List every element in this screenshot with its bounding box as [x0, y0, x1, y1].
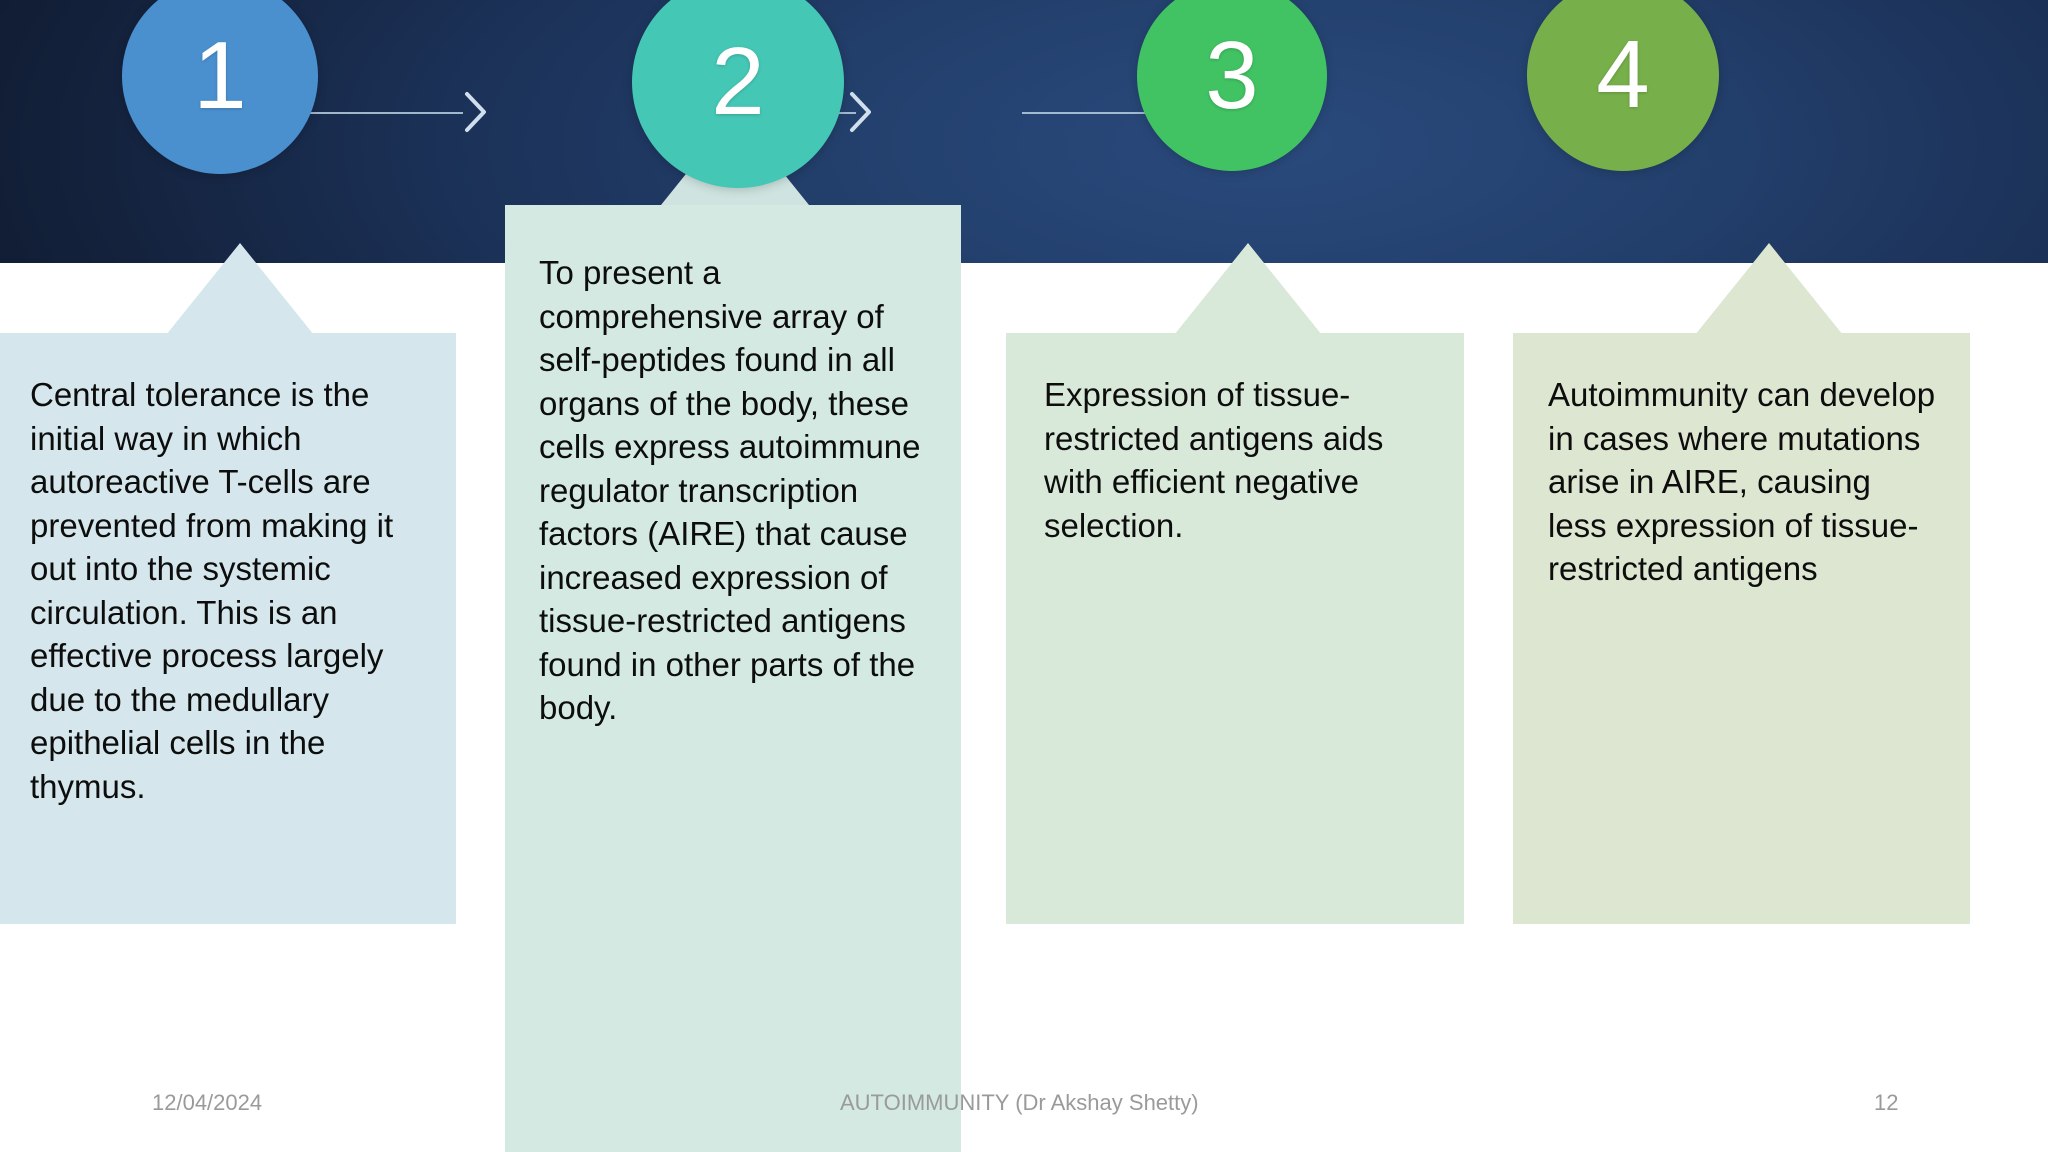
connector-line-1-2 — [248, 112, 463, 114]
step-number-1: 1 — [193, 22, 247, 129]
step-circle-4[interactable]: 4 — [1527, 0, 1719, 171]
footer-title: AUTOIMMUNITY (Dr Akshay Shetty) — [840, 1090, 1199, 1115]
step-circle-1[interactable]: 1 — [122, 0, 318, 174]
connector-line-3-4 — [1022, 112, 1240, 114]
footer-page-number: 12 — [1874, 1090, 1899, 1115]
callout-text-2: To present a comprehensive array of self… — [539, 254, 921, 727]
step-circle-2[interactable]: 2 — [632, 0, 844, 188]
callout-step-1: Central tolerance is the initial way in … — [0, 243, 456, 935]
callout-step-2: To present a comprehensive array of self… — [505, 113, 961, 1152]
callout-text-3: Expression of tissue-restricted antigens… — [1044, 376, 1384, 544]
step-circle-3[interactable]: 3 — [1137, 0, 1327, 171]
step-number-3: 3 — [1205, 22, 1259, 129]
callout-body-1: Central tolerance is the initial way in … — [0, 333, 456, 924]
callout-pointer-1 — [166, 243, 314, 335]
callout-body-2: To present a comprehensive array of self… — [505, 205, 961, 1152]
callout-pointer-4 — [1695, 243, 1843, 335]
callout-step-3: Expression of tissue-restricted antigens… — [1006, 243, 1464, 935]
chevron-right-icon-2 — [848, 90, 874, 134]
step-number-2: 2 — [711, 28, 765, 135]
footer-date: 12/04/2024 — [152, 1090, 263, 1115]
callout-body-3: Expression of tissue-restricted antigens… — [1006, 333, 1464, 924]
callout-step-4: Autoimmunity can develop in cases where … — [1513, 243, 1970, 935]
callout-text-1: Central tolerance is the initial way in … — [30, 376, 394, 805]
callout-body-4: Autoimmunity can develop in cases where … — [1513, 333, 1970, 924]
chevron-right-icon-1 — [463, 90, 489, 134]
step-number-4: 4 — [1596, 21, 1650, 128]
callout-pointer-3 — [1174, 243, 1322, 335]
callout-text-4: Autoimmunity can develop in cases where … — [1548, 376, 1936, 588]
